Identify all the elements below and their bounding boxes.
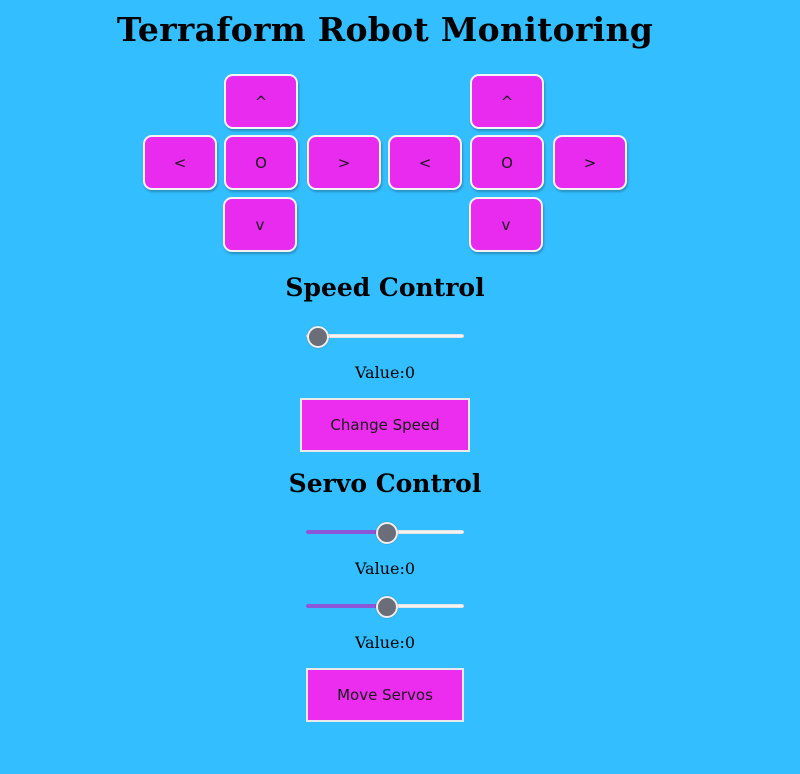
right-dpad-right-button[interactable]: >	[553, 135, 627, 190]
servo1-slider-thumb[interactable]	[376, 522, 398, 544]
right-dpad-down-button[interactable]: v	[469, 197, 543, 252]
left-dpad-down-button[interactable]: v	[223, 197, 297, 252]
speed-slider-track	[306, 334, 464, 338]
left-dpad-right-button[interactable]: >	[307, 135, 381, 190]
change-speed-button[interactable]: Change Speed	[300, 398, 470, 452]
speed-control-heading: Speed Control	[285, 273, 485, 302]
servo1-slider-fill	[306, 530, 385, 534]
move-servos-button[interactable]: Move Servos	[306, 668, 464, 722]
right-dpad-center-button[interactable]: O	[470, 135, 544, 190]
right-dpad-left-button[interactable]: <	[388, 135, 462, 190]
servo1-value-label: Value:0	[354, 559, 416, 578]
right-dpad-up-button[interactable]: ^	[470, 74, 544, 129]
servo2-slider[interactable]	[306, 596, 464, 618]
left-dpad-center-button[interactable]: O	[224, 135, 298, 190]
left-dpad-up-button[interactable]: ^	[224, 74, 298, 129]
left-dpad-left-button[interactable]: <	[143, 135, 217, 190]
speed-slider[interactable]	[306, 326, 464, 348]
servo-control-heading: Servo Control	[288, 469, 482, 498]
servo1-slider[interactable]	[306, 522, 464, 544]
servo2-value-label: Value:0	[354, 633, 416, 652]
speed-value-label: Value:0	[354, 363, 416, 382]
servo2-slider-fill	[306, 604, 385, 608]
page-title: Terraform Robot Monitoring	[116, 10, 654, 49]
speed-slider-thumb[interactable]	[307, 326, 329, 348]
servo2-slider-thumb[interactable]	[376, 596, 398, 618]
